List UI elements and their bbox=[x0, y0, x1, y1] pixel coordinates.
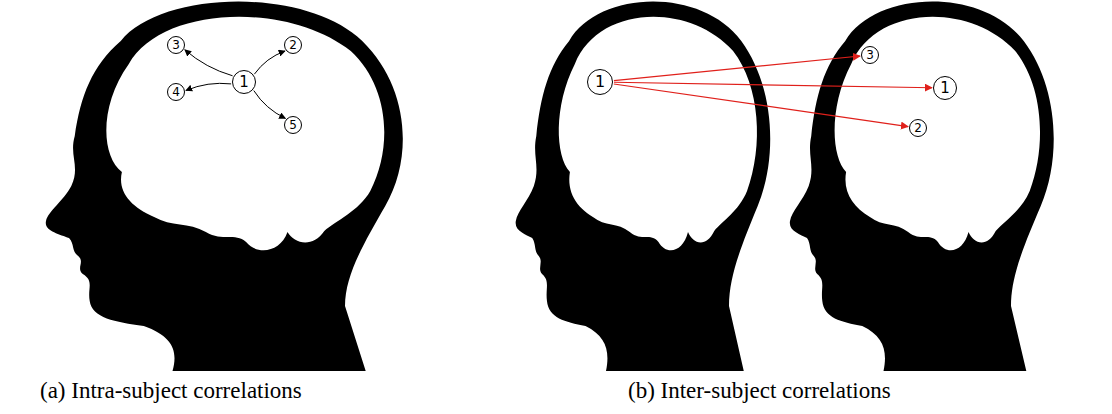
callout-circle: 3 bbox=[167, 36, 185, 54]
correlation-arrow bbox=[614, 82, 932, 88]
callout-circle: 3 bbox=[861, 46, 879, 64]
head-silhouette bbox=[790, 2, 1054, 371]
correlation-arrow bbox=[614, 84, 908, 127]
callout-number: 3 bbox=[172, 39, 180, 51]
callout-number: 1 bbox=[239, 75, 249, 90]
callout-number: 4 bbox=[172, 86, 180, 98]
head-silhouette bbox=[516, 2, 771, 371]
callout-circle: 1 bbox=[933, 76, 957, 100]
callout-number: 5 bbox=[289, 119, 297, 131]
correlation-arrow bbox=[614, 56, 860, 81]
subfigure-caption: (b) Inter-subject correlations bbox=[628, 378, 891, 404]
head-silhouette bbox=[46, 2, 403, 371]
correlation-arrow bbox=[254, 51, 285, 74]
callout-number: 3 bbox=[866, 49, 874, 61]
correlation-arrow bbox=[186, 83, 231, 90]
callout-circle: 5 bbox=[284, 116, 302, 134]
callout-circle: 4 bbox=[167, 83, 185, 101]
callout-circle: 1 bbox=[587, 69, 613, 95]
callout-circle: 1 bbox=[232, 70, 256, 94]
callout-number: 1 bbox=[595, 74, 605, 90]
callout-circle: 2 bbox=[909, 119, 927, 137]
callout-number: 2 bbox=[914, 122, 922, 134]
callout-number: 1 bbox=[940, 81, 950, 96]
subfigure-caption: (a) Intra-subject correlations bbox=[40, 378, 302, 404]
callout-number: 2 bbox=[289, 39, 297, 51]
correlation-arrow bbox=[254, 91, 286, 119]
correlation-arrow bbox=[185, 50, 233, 76]
callout-circle: 2 bbox=[284, 36, 302, 54]
